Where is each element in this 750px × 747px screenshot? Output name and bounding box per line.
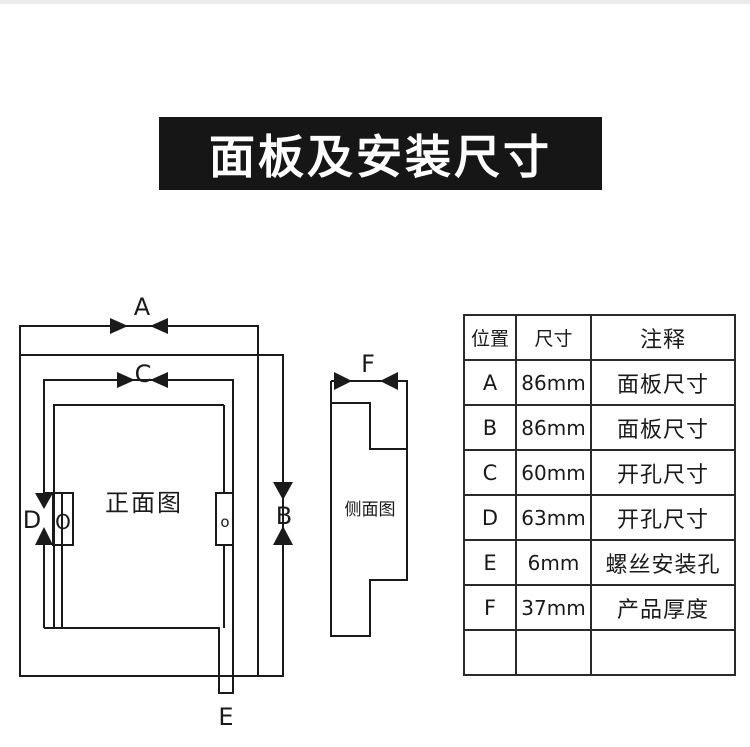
- left-screw-hole-icon: O: [55, 510, 71, 534]
- label-c: C: [135, 360, 152, 388]
- label-d: D: [23, 506, 41, 534]
- cell-note: 产品厚度: [590, 584, 736, 631]
- arrow-c-right: [150, 372, 168, 388]
- left-screw-tab: [52, 492, 74, 546]
- cell-size: 86mm: [515, 404, 592, 451]
- table-row: B 86mm 面板尺寸: [463, 404, 736, 451]
- front-inner-outline: [53, 404, 224, 628]
- cell-note: 螺丝安装孔: [590, 539, 736, 586]
- front-view-label: 正面图: [105, 489, 183, 517]
- cell-note: 面板尺寸: [590, 404, 736, 451]
- spec-table: 位置 尺寸 注释 A 86mm 面板尺寸 B 86mm 面板尺寸 C 60mm …: [463, 314, 736, 676]
- cell-size: 6mm: [515, 539, 592, 586]
- cell-size: 86mm: [515, 359, 592, 406]
- col-header-position: 位置: [463, 314, 517, 361]
- table-row: D 63mm 开孔尺寸: [463, 494, 736, 541]
- arrow-f-right: [380, 372, 398, 390]
- table-row: F 37mm 产品厚度: [463, 584, 736, 631]
- table-row: [463, 629, 736, 676]
- cell-size: 60mm: [515, 449, 592, 496]
- col-header-note: 注释: [590, 314, 736, 361]
- cell-size: 63mm: [515, 494, 592, 541]
- cell-position: C: [463, 449, 517, 496]
- side-view-outline: [330, 380, 408, 637]
- arrow-a-left: [110, 318, 128, 334]
- side-view-step: [331, 402, 407, 450]
- table-header-row: 位置 尺寸 注释: [463, 314, 736, 361]
- arrow-b-top: [273, 482, 293, 500]
- cell-note: 开孔尺寸: [590, 494, 736, 541]
- label-a: A: [134, 293, 151, 321]
- front-body-outline: [43, 379, 234, 694]
- table-row: C 60mm 开孔尺寸: [463, 449, 736, 496]
- side-view-label: 侧面图: [345, 500, 396, 520]
- col-header-size: 尺寸: [515, 314, 592, 361]
- label-f: F: [361, 350, 375, 378]
- right-screw-hole-icon: o: [220, 513, 229, 531]
- table-row: E 6mm 螺丝安装孔: [463, 539, 736, 586]
- table-row: A 86mm 面板尺寸: [463, 359, 736, 406]
- cell-note: 开孔尺寸: [590, 449, 736, 496]
- cell-size: [515, 629, 592, 676]
- arrow-f-left: [334, 372, 352, 390]
- arrow-a-right: [150, 318, 168, 334]
- cell-position: D: [463, 494, 517, 541]
- label-e: E: [218, 703, 233, 731]
- right-screw-tab: [215, 492, 234, 546]
- cell-note: [590, 629, 736, 676]
- cell-position: E: [463, 539, 517, 586]
- arrow-d-top: [35, 493, 53, 509]
- arrow-c-left: [117, 372, 135, 388]
- cell-position: [463, 629, 517, 676]
- arrow-d-bottom: [35, 527, 53, 545]
- cell-position: F: [463, 584, 517, 631]
- cell-size: 37mm: [515, 584, 592, 631]
- page-title: 面板及安装尺寸: [159, 117, 602, 190]
- cell-position: B: [463, 404, 517, 451]
- dim-a-line: [19, 325, 259, 676]
- label-b: B: [276, 502, 292, 530]
- top-rule: [0, 0, 750, 4]
- arrow-b-bottom: [273, 526, 293, 545]
- cell-note: 面板尺寸: [590, 359, 736, 406]
- cell-position: A: [463, 359, 517, 406]
